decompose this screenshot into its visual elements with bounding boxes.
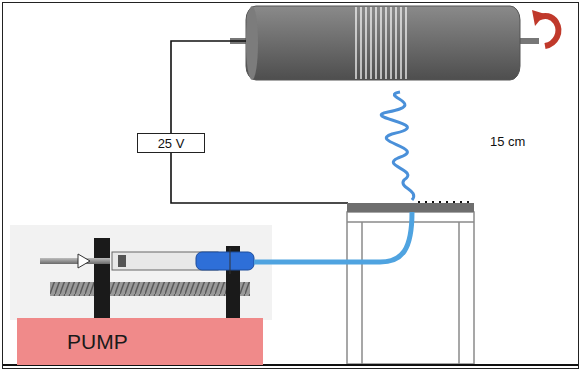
collector-drum — [246, 6, 520, 80]
syringe-mark — [230, 248, 231, 274]
wire — [171, 41, 246, 133]
plunger-rod — [40, 258, 110, 264]
jet-spiral — [381, 92, 414, 200]
fiber-mat — [356, 7, 406, 79]
plate — [347, 203, 474, 212]
wire — [171, 153, 348, 203]
nozzle-row — [418, 201, 472, 203]
feed-tube — [254, 212, 412, 262]
frame — [3, 3, 579, 369]
pusher-block — [94, 238, 110, 320]
voltage-box: 25 V — [137, 133, 205, 153]
drum-end — [246, 6, 258, 80]
photo-ground — [10, 225, 272, 320]
rotation-arrow — [538, 16, 558, 46]
distance-label: 15 cm — [490, 134, 525, 149]
solution — [196, 252, 254, 270]
lead-screw — [50, 282, 250, 296]
rotation-arrowhead — [532, 10, 545, 26]
stand-leg — [458, 222, 460, 364]
node-text: 25 V — [158, 136, 185, 151]
node-text: PUMP — [67, 330, 128, 354]
stand-leg — [361, 222, 363, 364]
plunger-tip — [78, 254, 90, 268]
plunger-head — [118, 255, 126, 267]
pump-base: PUMP — [17, 318, 263, 365]
